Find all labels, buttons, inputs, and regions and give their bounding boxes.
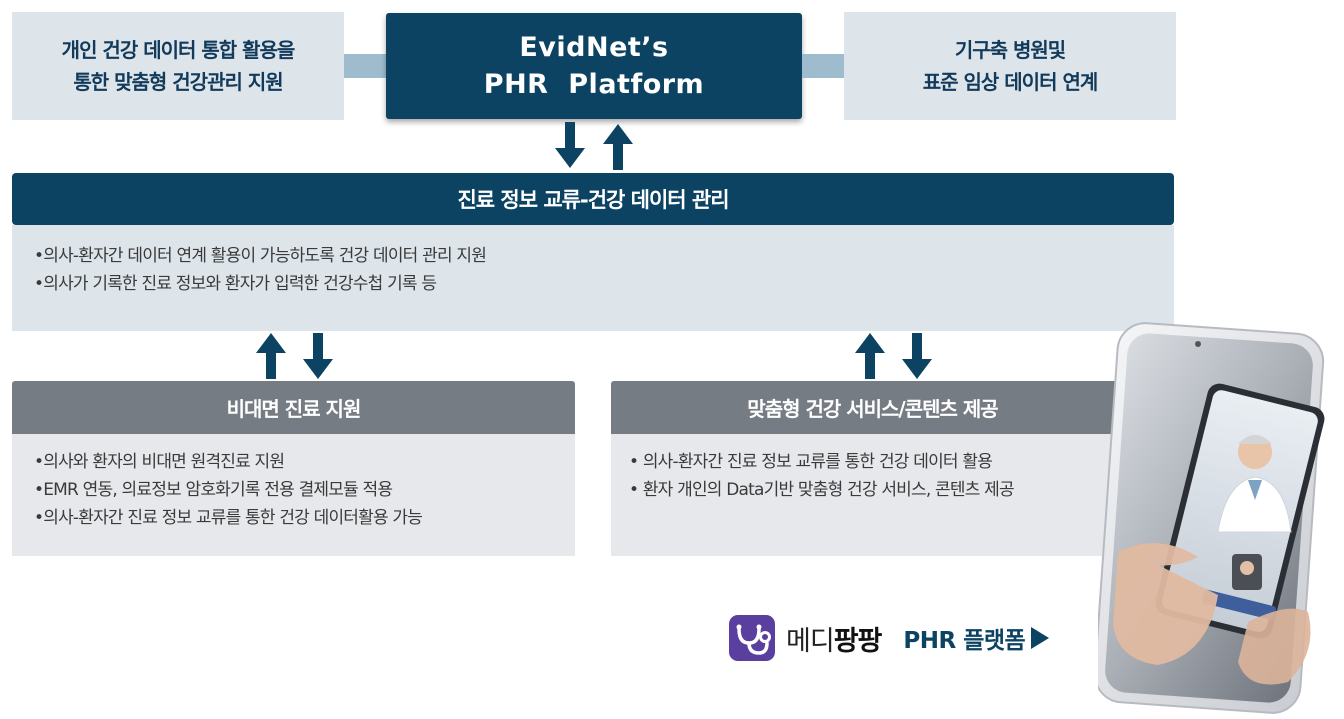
custom-service-title-bar: 맞춤형 건강 서비스/콘텐츠 제공 [611,381,1174,434]
arrow-up-icon [855,333,885,379]
hospital-line-1: 기구축 병원및 [954,38,1066,62]
telemed-bullet-box: •의사와 환자의 비대면 원격진료 지원 •EMR 연동, 의료정보 암호화기록… [12,434,575,556]
smartphone-telemedicine-image [1098,322,1325,714]
exchange-bullet: •의사가 기록한 진료 정보와 환자가 입력한 건강수첩 기록 등 [34,274,437,294]
platform-title-line-1: EvidNet’s [519,32,669,63]
phr-platform-box: EvidNet’s PHR Platform [386,13,802,119]
right-connector [802,54,844,78]
hospital-linkage-box: 기구축 병원및 표준 임상 데이터 연계 [844,12,1176,120]
telemed-bullet: •의사-환자간 진료 정보 교류를 통한 건강 데이터활용 가능 [34,508,423,528]
arrow-up-icon [256,333,286,379]
hospital-line-2: 표준 임상 데이터 연계 [922,70,1098,94]
telemed-bullet: •EMR 연동, 의료정보 암호화기록 전용 결제모듈 적용 [34,480,393,500]
platform-title-line-2: PHR Platform [483,69,705,100]
arrow-down-icon [902,333,932,379]
exchange-bullet: •의사-환자간 데이터 연계 활용이 가능하도록 건강 데이터 관리 지원 [34,246,487,266]
left-connector [344,54,386,78]
telemed-bullet: •의사와 환자의 비대면 원격진료 지원 [34,452,285,472]
play-triangle-icon [1031,627,1050,649]
arrow-down-icon [303,333,333,379]
brand-name-light: 메디 [786,625,835,657]
personal-health-data-box: 개인 건강 데이터 통합 활용을 통한 맞춤형 건강관리 지원 [12,12,344,120]
telemed-title-bar: 비대면 진료 지원 [12,381,575,434]
arrow-up-icon [603,124,633,170]
telemed-title: 비대면 진료 지원 [226,397,362,421]
exchange-title: 진료 정보 교류-건강 데이터 관리 [457,188,729,212]
custom-bullet: • 의사-환자간 진료 정보 교류를 통한 건강 데이터 활용 [629,452,993,472]
custom-service-bullet-box: • 의사-환자간 진료 정보 교류를 통한 건강 데이터 활용 • 환자 개인의… [611,434,1174,556]
brand-name-bold: 팡팡 [833,625,883,657]
exchange-title-bar: 진료 정보 교류-건강 데이터 관리 [12,173,1174,225]
custom-bullet: • 환자 개인의 Data기반 맞춤형 건강 서비스, 콘텐츠 제공 [629,480,1015,500]
arrow-down-icon [555,122,585,168]
custom-service-title: 맞춤형 건강 서비스/콘텐츠 제공 [747,397,998,421]
exchange-bullet-box: •의사-환자간 데이터 연계 활용이 가능하도록 건강 데이터 관리 지원 •의… [12,225,1174,331]
platform-label: PHR 플랫폼 [903,628,1026,654]
brand-row: 메디 팡팡 PHR 플랫폼 [729,615,1050,661]
stethoscope-logo-icon [729,615,775,661]
personal-health-line-1: 개인 건강 데이터 통합 활용을 [61,38,296,62]
personal-health-line-2: 통한 맞춤형 건강관리 지원 [73,70,283,94]
